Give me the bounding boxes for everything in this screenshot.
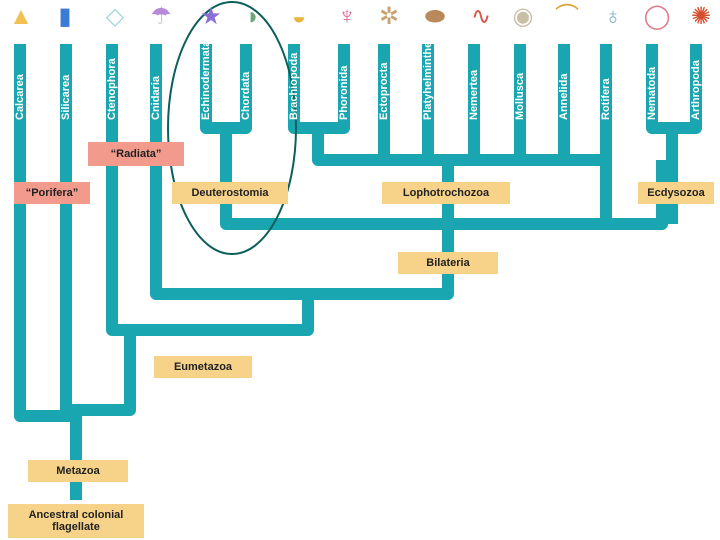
taxon-brachiopoda: Brachiopoda <box>288 52 300 120</box>
taxon-phoronida: Phoronida <box>338 65 350 120</box>
ancestor-line-1: Ancestral colonial <box>28 509 124 521</box>
ribbon-worm-icon: ∿ <box>470 3 492 30</box>
taxon-echinodermata: Echinodermata <box>200 40 212 120</box>
branch-lopho-comb <box>312 128 606 166</box>
taxon-ectoprocta: Ectoprocta <box>378 62 390 120</box>
ancestor-label: Ancestral colonial flagellate <box>8 504 144 538</box>
taxon-platyhelminthes: Platyhelminthes <box>422 35 434 120</box>
roundworm-icon: ◯ <box>643 3 671 30</box>
taxon-calcarea: Calcarea <box>14 74 26 120</box>
branch-eumetazoa-join <box>70 330 136 416</box>
highlight-ellipse <box>167 1 297 255</box>
taxon-ctenophora: Ctenophora <box>106 58 118 120</box>
clade-metazoa: Metazoa <box>28 460 128 482</box>
segmented-worm-icon: ⌒ <box>555 3 579 30</box>
taxon-silicarea: Silicarea <box>60 74 72 120</box>
taxon-chordata: Chordata <box>240 71 252 120</box>
sponge-icon: ▮ <box>58 3 72 30</box>
crab-icon: ✺ <box>690 3 712 30</box>
taxon-annelida: Annelida <box>558 73 570 120</box>
branch-ctenophora <box>106 44 314 336</box>
snail-icon: ◉ <box>512 3 534 30</box>
clade-bilateria: Bilateria <box>398 252 498 274</box>
taxon-mollusca: Mollusca <box>514 72 526 120</box>
brachiopod-icon: ◒ <box>291 3 307 30</box>
jellyfish-icon: ☂ <box>150 3 172 30</box>
comb-jelly-icon: ◇ <box>105 3 125 30</box>
sponge-icon: ▲ <box>9 3 33 30</box>
rotifer-icon: ♁ <box>604 3 622 30</box>
clade-radiata: “Radiata” <box>88 142 184 166</box>
clade-deuterostomia: Deuterostomia <box>172 182 288 204</box>
clade-ecdysozoa: Ecdysozoa <box>638 182 714 204</box>
phoronid-icon: ♆ <box>338 3 356 30</box>
branch-calcarea <box>14 44 70 422</box>
taxon-nematoda: Nematoda <box>646 66 658 120</box>
sea-star-icon: ★ <box>200 3 222 30</box>
taxon-cnidaria: Cnidaria <box>150 75 162 120</box>
clade-lophotrochozoa: Lophotrochozoa <box>382 182 510 204</box>
taxon-rotifera: Rotifera <box>600 78 612 120</box>
bryozoan-icon: ✲ <box>378 3 400 30</box>
clade-porifera: “Porifera” <box>14 182 90 204</box>
ancestor-line-2: flagellate <box>52 521 100 533</box>
flatworm-icon: ⬬ <box>424 3 446 30</box>
clade-eumetazoa: Eumetazoa <box>154 356 252 378</box>
taxon-arthropoda: Arthropoda <box>690 60 702 120</box>
fish-icon: ◗ <box>245 3 261 30</box>
taxon-nemertea: Nemertea <box>468 69 480 120</box>
